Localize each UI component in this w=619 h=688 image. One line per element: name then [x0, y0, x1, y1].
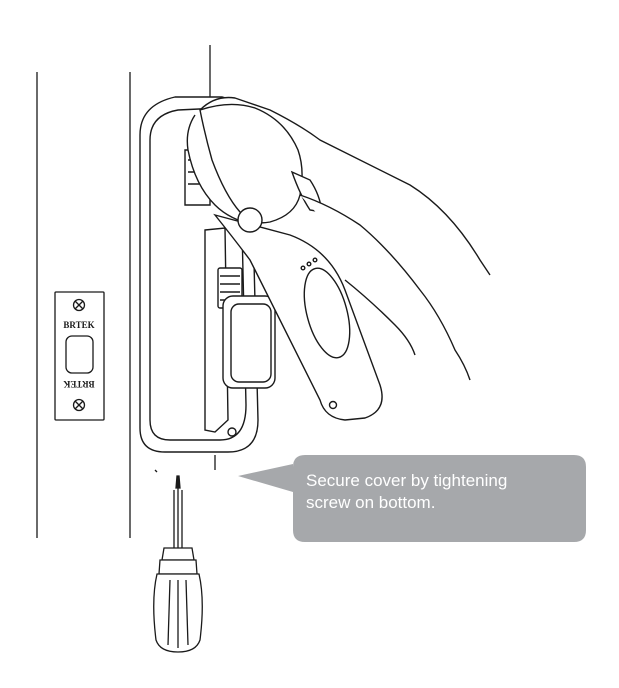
hand: [186, 96, 491, 381]
callout-text: Secure cover by tightening screw on bott…: [306, 471, 508, 512]
callout-bubble: [238, 455, 586, 542]
door-frame: [36, 45, 216, 538]
strike-plate: [54, 291, 105, 421]
strike-plate-brand-bottom: BRTEK: [63, 379, 94, 389]
strike-plate-brand-top: BRTEK: [63, 320, 94, 330]
screwdriver: [153, 469, 203, 653]
cover-plate: [213, 213, 383, 421]
